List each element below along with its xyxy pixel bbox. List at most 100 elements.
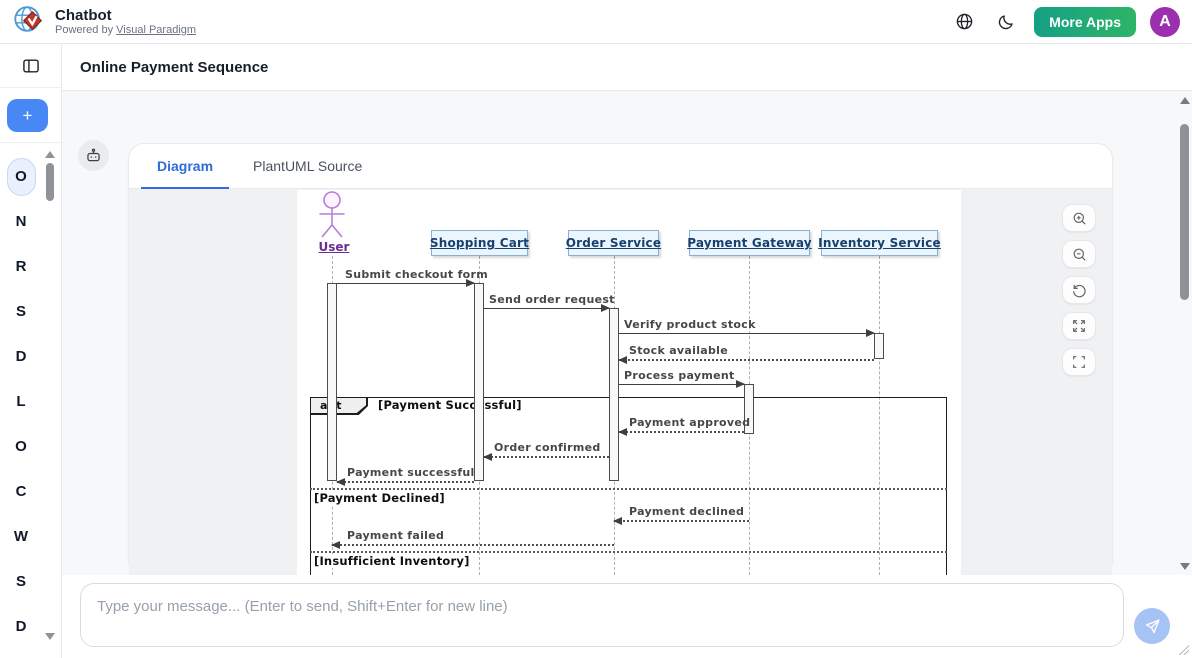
message-return-arrow [618, 427, 744, 436]
alt-divider [310, 488, 947, 490]
conversation-list: O N R S D L O C W S D [0, 143, 61, 649]
activation-payment-gateway [744, 384, 754, 434]
participant-shopping-cart[interactable]: Shopping Cart [430, 230, 529, 256]
participant-order-service[interactable]: Order Service [566, 230, 661, 256]
app-title: Chatbot [55, 6, 112, 24]
sidebar-new-section: + [0, 88, 61, 143]
sidebar-header [0, 44, 61, 88]
page-title: Online Payment Sequence [80, 58, 269, 76]
visual-paradigm-logo [12, 2, 46, 41]
actor-user: User [309, 190, 359, 256]
alt-divider [310, 551, 947, 553]
guard-payment-successful: [Payment Successful] [376, 398, 524, 412]
send-button[interactable] [1134, 608, 1170, 644]
alt-operator: alt [310, 397, 368, 415]
message-label: Payment approved [629, 416, 751, 429]
actor-user-label[interactable]: User [318, 240, 350, 254]
zoom-out-button[interactable] [1062, 240, 1096, 268]
message-return-arrow [613, 516, 749, 525]
sidebar-item[interactable]: C [15, 483, 27, 500]
main-area: Online Payment Sequence Diagram PlantUML… [62, 44, 1192, 658]
sidebar-item[interactable]: S [15, 573, 26, 590]
user-avatar[interactable]: A [1150, 6, 1180, 37]
page-header: Online Payment Sequence [62, 44, 1192, 91]
resize-grip[interactable] [1179, 645, 1189, 655]
dark-mode-moon-icon[interactable] [992, 8, 1020, 36]
more-apps-button[interactable]: More Apps [1034, 6, 1136, 37]
tab-plantuml-source[interactable]: PlantUML Source [253, 158, 363, 174]
activation-shopping-cart [474, 283, 484, 481]
guard-insufficient-inventory: [Insufficient Inventory] [312, 554, 472, 568]
message-label: Payment successful [347, 466, 475, 479]
sidebar-item[interactable]: D [15, 348, 27, 365]
message-return-arrow [331, 540, 614, 549]
expand-button[interactable] [1062, 312, 1096, 340]
participant-inventory-service[interactable]: Inventory Service [818, 230, 941, 256]
message-arrow [484, 303, 610, 312]
expand-icon [1073, 320, 1085, 332]
activation-user [327, 283, 337, 481]
message-return-arrow [483, 452, 609, 461]
visual-paradigm-link[interactable]: Visual Paradigm [116, 23, 197, 36]
diagram-viewport[interactable]: User Shopping Cart Order Service Payment… [129, 189, 1112, 575]
fullscreen-icon [1073, 356, 1085, 368]
sidebar-item[interactable]: O [15, 438, 27, 455]
activation-order-service [609, 308, 619, 481]
zoom-controls [1062, 204, 1096, 376]
message-label: Process payment [624, 369, 735, 382]
sidebar-item[interactable]: D [15, 618, 27, 635]
sidebar-scrollbar[interactable] [45, 145, 55, 658]
sidebar-item[interactable]: R [15, 258, 27, 275]
reset-zoom-button[interactable] [1062, 276, 1096, 304]
fullscreen-button[interactable] [1062, 348, 1096, 376]
guard-payment-declined: [Payment Declined] [312, 491, 447, 505]
language-globe-icon[interactable] [950, 8, 978, 36]
scrollbar-thumb[interactable] [46, 163, 54, 201]
message-label: Order confirmed [494, 441, 601, 454]
brand-text: Chatbot Powered by Visual Paradigm [55, 7, 196, 37]
message-return-arrow [336, 477, 474, 486]
sidebar-item[interactable]: S [15, 303, 26, 320]
message-input[interactable] [80, 583, 1124, 647]
chat-area: Diagram PlantUML Source [62, 91, 1192, 575]
diagram-card: Diagram PlantUML Source [128, 143, 1113, 575]
robot-icon [78, 140, 109, 171]
top-bar: Chatbot Powered by Visual Paradigm More … [0, 0, 1192, 44]
top-bar-actions: More Apps A [950, 6, 1180, 37]
sidebar-item[interactable]: O [0, 154, 42, 199]
zoom-in-button[interactable] [1062, 204, 1096, 232]
sidebar-item[interactable]: N [15, 213, 27, 230]
reset-zoom-icon [1072, 284, 1086, 297]
brand: Chatbot Powered by Visual Paradigm [12, 2, 196, 41]
chat-scrollbar[interactable] [1179, 91, 1191, 575]
tab-diagram[interactable]: Diagram [140, 144, 230, 189]
scroll-down-icon[interactable] [1180, 563, 1190, 570]
lifeline-inventory-service [879, 256, 880, 575]
new-chat-button[interactable]: + [7, 98, 48, 132]
message-label: Payment declined [629, 505, 745, 518]
message-arrow [619, 328, 875, 337]
scroll-up-icon[interactable] [1180, 97, 1190, 104]
scroll-up-icon[interactable] [45, 151, 55, 158]
sidebar-item[interactable]: W [13, 528, 29, 545]
alt-frame [310, 397, 947, 575]
message-label: Verify product stock [624, 318, 756, 331]
activation-inventory-service [874, 333, 884, 359]
powered-by: Powered by Visual Paradigm [55, 23, 197, 36]
sidebar-item[interactable]: L [16, 393, 26, 410]
scrollbar-thumb[interactable] [1180, 124, 1189, 300]
zoom-out-icon [1073, 248, 1086, 261]
tab-bar: Diagram PlantUML Source [129, 144, 1112, 189]
message-label: Payment failed [347, 529, 445, 542]
message-label: Send order request [489, 293, 615, 306]
participant-payment-gateway[interactable]: Payment Gateway [687, 230, 812, 256]
message-arrow [619, 379, 745, 388]
message-return-arrow [618, 355, 874, 364]
message-input-bar [62, 575, 1192, 658]
message-label: Stock available [629, 344, 728, 357]
send-icon [1145, 618, 1160, 633]
zoom-in-icon [1073, 212, 1086, 225]
scroll-down-icon[interactable] [45, 633, 55, 640]
panel-toggle-icon[interactable] [17, 52, 45, 80]
